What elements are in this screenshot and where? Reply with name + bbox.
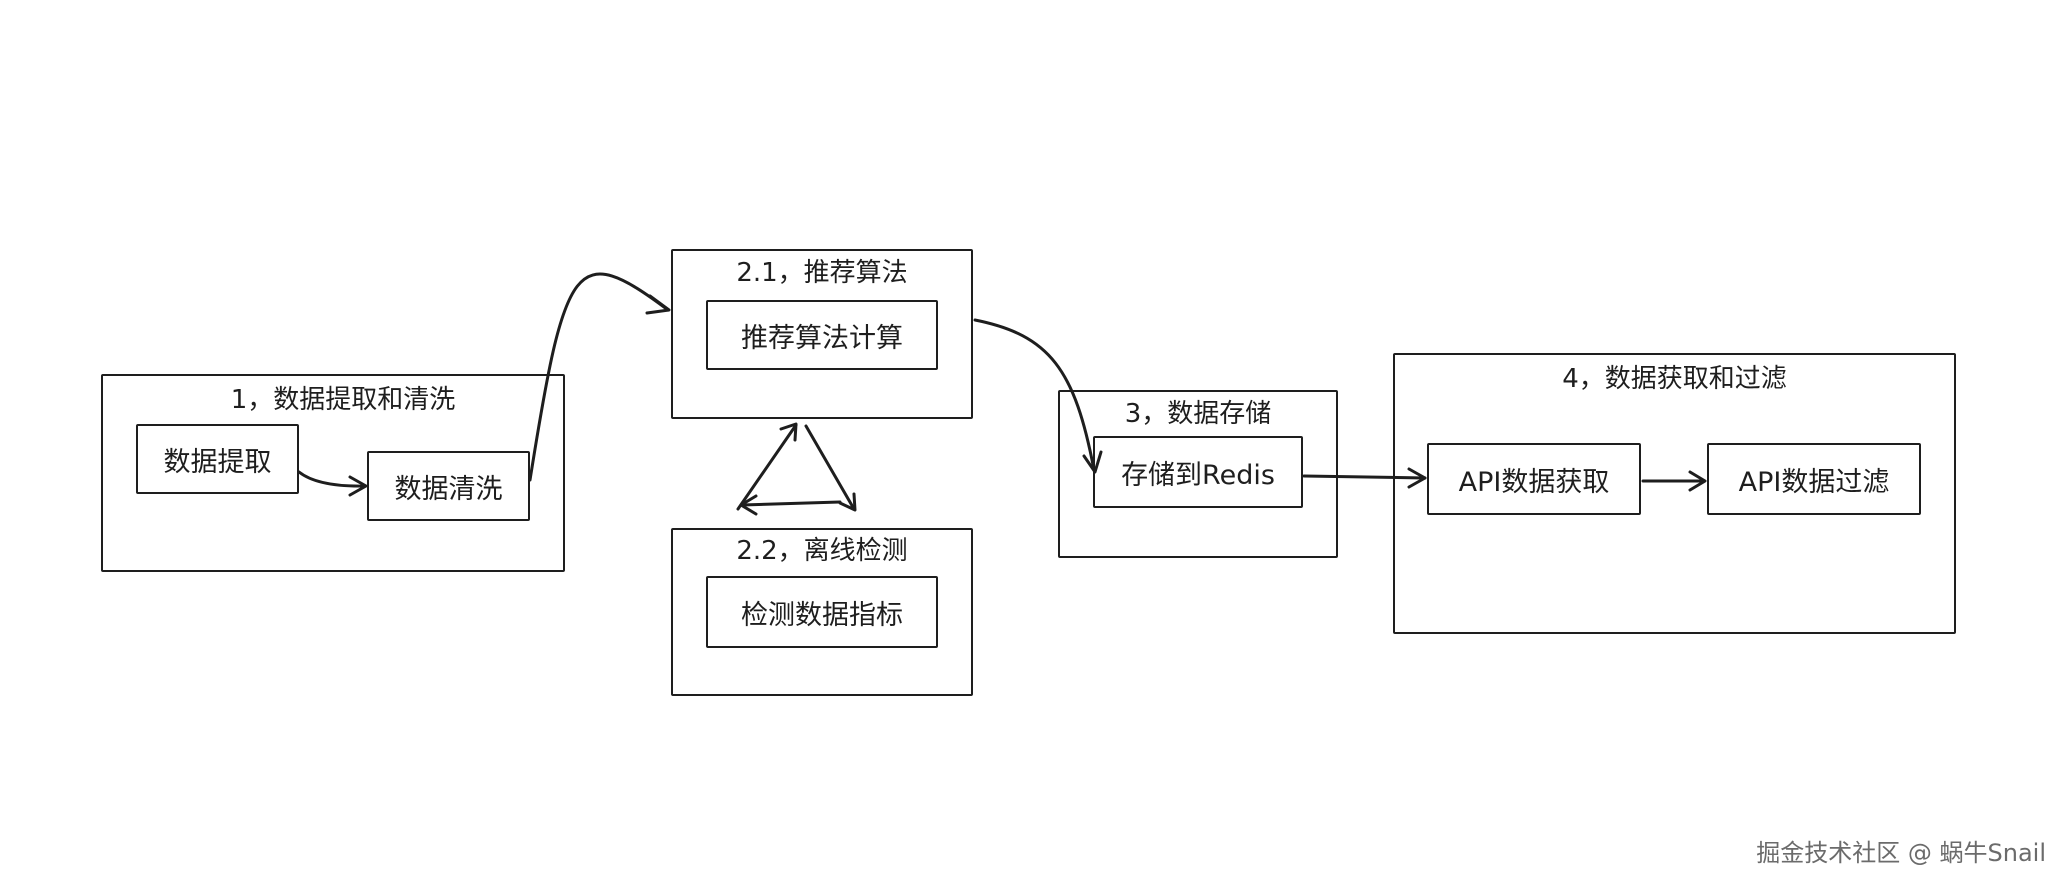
- group-title: 3，数据存储: [1124, 399, 1272, 429]
- group-title: 2.1，推荐算法: [736, 258, 908, 288]
- group-title: 1，数据提取和清洗: [230, 385, 456, 415]
- arrow-cycle-up: [736, 423, 798, 511]
- group-data-storage: 3，数据存储: [1058, 390, 1338, 558]
- group-recommend-algo: 2.1，推荐算法: [671, 249, 973, 419]
- node-label: 检测数据指标: [741, 599, 903, 631]
- group-data-fetch-filter: 4，数据获取和过滤: [1393, 353, 1956, 634]
- node-api-filter[interactable]: API数据过滤: [1707, 443, 1921, 515]
- group-offline-detect: 2.2，离线检测: [671, 528, 973, 696]
- arrowhead: [739, 494, 758, 516]
- node-label: 数据提取: [163, 446, 272, 478]
- node-label: API数据过滤: [1738, 466, 1890, 498]
- node-detect-metrics[interactable]: 检测数据指标: [706, 576, 938, 648]
- group-title: 2.2，离线检测: [736, 536, 908, 566]
- arrowhead: [645, 294, 671, 315]
- node-data-extract[interactable]: 数据提取: [136, 424, 299, 494]
- arrow-cycle-left: [740, 500, 842, 507]
- node-label: 推荐算法计算: [741, 322, 903, 354]
- node-algo-compute[interactable]: 推荐算法计算: [706, 300, 938, 370]
- arrow-cycle-down: [804, 424, 856, 511]
- group-data-extract-clean: 1，数据提取和清洗: [101, 374, 565, 572]
- node-store-redis[interactable]: 存储到Redis: [1093, 436, 1303, 508]
- watermark: 掘金技术社区 @ 蜗牛Snail: [1756, 839, 2046, 867]
- node-label: 存储到Redis: [1121, 459, 1275, 491]
- arrowhead: [838, 492, 857, 512]
- node-label: 数据清洗: [394, 473, 503, 505]
- node-label: API数据获取: [1458, 466, 1610, 498]
- arrowhead: [779, 422, 798, 442]
- node-data-clean[interactable]: 数据清洗: [367, 451, 530, 521]
- group-title: 4，数据获取和过滤: [1562, 364, 1787, 394]
- node-api-fetch[interactable]: API数据获取: [1427, 443, 1641, 515]
